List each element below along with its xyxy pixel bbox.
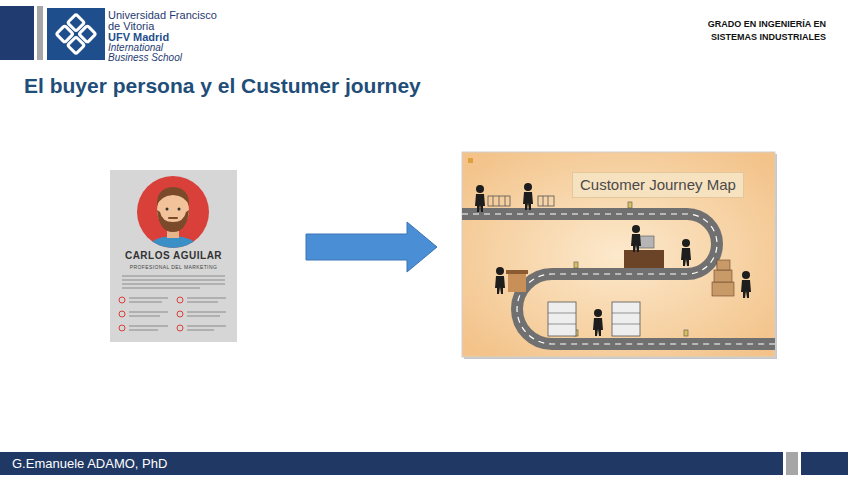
author-name: G.Emanuele ADAMO, PhD: [12, 455, 312, 472]
footer-bar: [0, 452, 848, 475]
node-subtitle: PROFESIONAL DEL MARKETING: [110, 264, 237, 270]
block-arrow: [306, 222, 437, 272]
campus-name: UFV Madrid: [108, 32, 218, 43]
university-name: Universidad Francisco de Vitoria: [108, 10, 218, 32]
degree-name: GRADO EN INGENIERÍA EN SISTEMAS INDUSTRI…: [696, 18, 826, 44]
school-name: International Business School: [108, 43, 203, 63]
node-heading: Customer Journey Map: [572, 172, 744, 198]
persona-card-art: [110, 170, 237, 342]
slide-title: El buyer persona y el Custumer journey: [24, 74, 421, 98]
journey-map-art: [462, 152, 777, 359]
persona-card: CARLOS AGUILAR PROFESIONAL DEL MARKETING: [110, 170, 241, 342]
node-heading: CARLOS AGUILAR: [110, 250, 237, 262]
university-logo: [0, 6, 105, 60]
journey-map-picture: Customer Journey Map: [462, 152, 775, 357]
